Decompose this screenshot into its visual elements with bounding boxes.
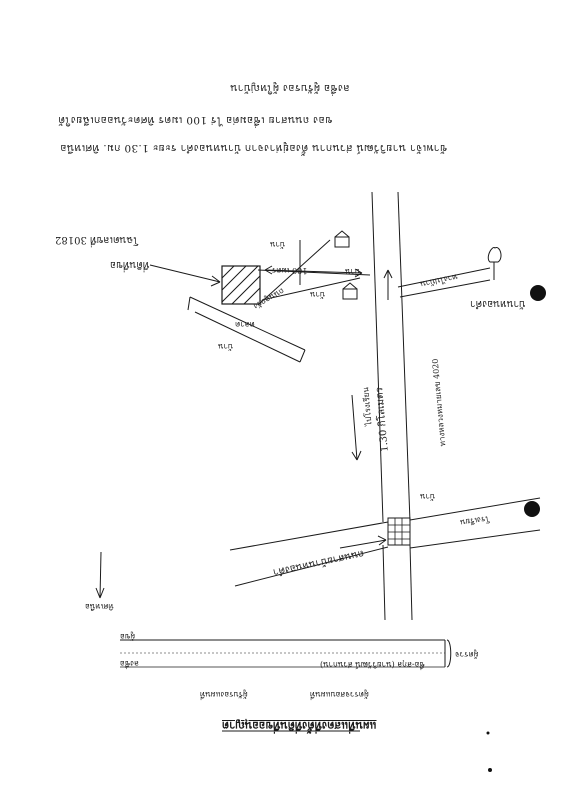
title-deed-label: โฉนดเลขที่ 30182 <box>55 234 139 245</box>
house-3-label: บ้าน <box>310 290 326 299</box>
village-label: บ้านหนองคำ <box>470 298 526 309</box>
house-top-icon <box>334 236 350 248</box>
side-road-upper <box>397 267 491 288</box>
house-1-label: บ้าน <box>270 240 286 249</box>
house-mid-icon <box>342 288 358 300</box>
legend-field-1: ชื่อ-สกุล (นายวิวัฒน์ ส่วนกาน) <box>320 660 425 669</box>
ink-blot-1 <box>530 285 546 301</box>
main-road-right-lower <box>409 544 413 621</box>
plot-to-road-line <box>257 269 371 276</box>
plot-diagonal-2 <box>261 277 361 301</box>
market-label: ตลาด <box>235 320 255 329</box>
cross-road-upper <box>229 521 389 551</box>
header-note-line-2: ของ ถนนสาย เชื่อมต่อ ไร่ 100 เมตร ทิศตะว… <box>58 114 333 126</box>
side-road-lower <box>399 279 491 298</box>
junction-box <box>387 517 411 546</box>
house-4-label: บ้าน <box>218 342 234 351</box>
footer-col1: ผู้รับรองแผนที่ <box>200 690 248 699</box>
main-road-left-edge <box>371 191 384 523</box>
cross-road-right-upper <box>409 497 541 521</box>
main-road-right-edge <box>397 191 411 523</box>
distance-100-label: 100 เมตร <box>272 266 308 275</box>
house-2-label: บ้าน <box>345 267 361 276</box>
legend-right-label: ผู้ขอ <box>120 632 135 641</box>
header-note-line-1: ข้าพเจ้า นายวิวัฒน์ ส่วนกาน ตั้งอยู่ห่าง… <box>60 142 448 154</box>
main-road-distance-arrow <box>351 394 358 461</box>
tree-icon <box>487 247 502 263</box>
land-plot-square <box>221 265 261 305</box>
junction-pointer-arrow <box>339 539 387 549</box>
footer-title: แผนที่แสดงที่ตั้งที่ดินที่ขออนุญาต <box>222 719 377 732</box>
north-arrow-label: ทิศเหนือ <box>85 602 114 611</box>
plot-pointer-arrow <box>149 264 221 283</box>
header-note-line-3: ลงชื่อ ผู้รับรอง ผู้ใหญ่บ้าน <box>230 82 350 94</box>
plot-road-upper <box>189 296 306 351</box>
land-plot-label: ที่ดินที่ขอ <box>110 259 150 270</box>
house-5-label: บ้าน <box>420 492 436 501</box>
cross-road-right-lower <box>409 529 541 549</box>
legend-bracket-label: ผู้ตรวจ <box>455 650 479 659</box>
plot-diagonal-1 <box>257 239 331 306</box>
legend-left-label: ลงชื่อ <box>120 659 140 668</box>
plot-road-lower <box>194 311 301 363</box>
ink-blot-2 <box>524 501 540 517</box>
footer-col2: ผู้ตรวจสอบแผนที่ <box>310 690 369 699</box>
ink-blot-3 <box>488 768 492 772</box>
main-road-left-lower <box>382 544 386 621</box>
cross-road-lower <box>234 546 389 587</box>
north-arrow-shaft <box>99 551 102 599</box>
